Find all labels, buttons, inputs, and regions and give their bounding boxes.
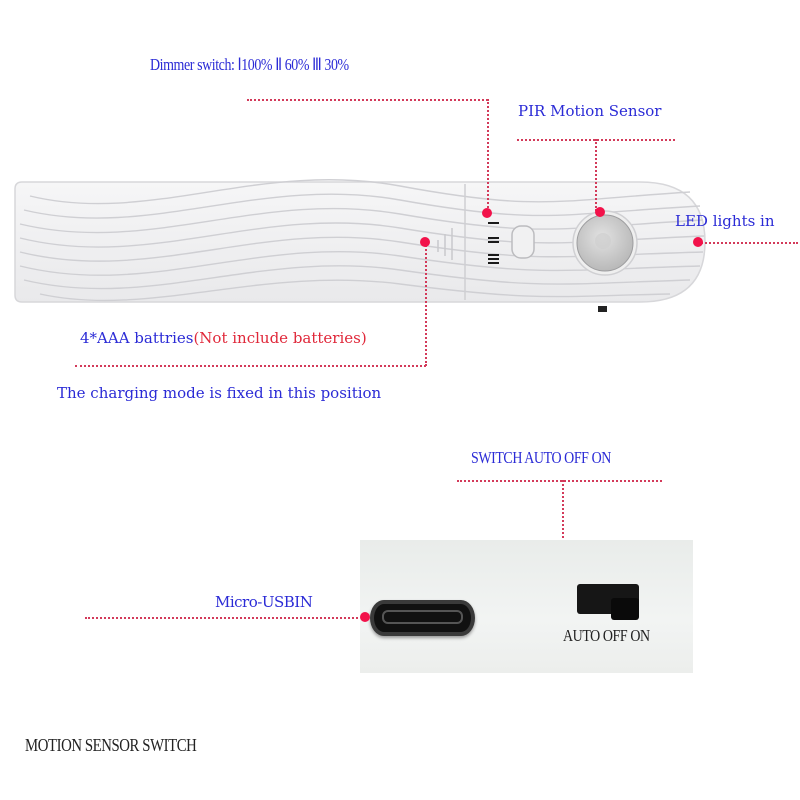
- switch-positions-label: AUTO OFF ON: [563, 626, 650, 645]
- led-leader-h: [698, 242, 798, 244]
- batteries-note-text: (Not include batteries): [193, 329, 367, 347]
- led-lights-label: LED lights in: [675, 212, 775, 230]
- micro-usb-port: [370, 600, 475, 636]
- dimmer-marker-dot: [482, 208, 492, 218]
- battery-marker-dot: [420, 237, 430, 247]
- pir-marker-dot: [595, 207, 605, 217]
- auto-off-on-toggle: [577, 584, 639, 620]
- batteries-count-text: 4*AAA battries: [80, 329, 194, 347]
- caption: MOTION SENSOR SWITCH: [25, 735, 197, 755]
- dimmer-leader-v: [487, 99, 489, 212]
- pir-sensor-label: PIR Motion Sensor: [518, 102, 662, 120]
- pir-leader-v: [595, 139, 597, 211]
- battery-leader-v: [425, 242, 427, 366]
- toggle-knob: [611, 598, 639, 620]
- batteries-label: 4*AAA battries(Not include batteries): [80, 329, 367, 347]
- usb-marker-dot: [360, 612, 370, 622]
- battery-leader-h: [75, 365, 426, 367]
- switch-leader-h: [457, 480, 662, 482]
- switch-auto-off-on-label: SWITCH AUTO OFF ON: [471, 448, 611, 467]
- charging-mode-label: The charging mode is fixed in this posit…: [57, 384, 382, 402]
- dimmer-switch-label: Dimmer switch: Ⅰ100% Ⅱ 60% Ⅲ 30%: [150, 55, 349, 74]
- led-marker-dot: [693, 237, 703, 247]
- usb-leader-h: [85, 617, 365, 619]
- micro-usb-label: Micro-USBIN: [215, 593, 313, 611]
- dimmer-leader-h: [247, 99, 488, 101]
- micro-usb-port-inner: [382, 610, 463, 624]
